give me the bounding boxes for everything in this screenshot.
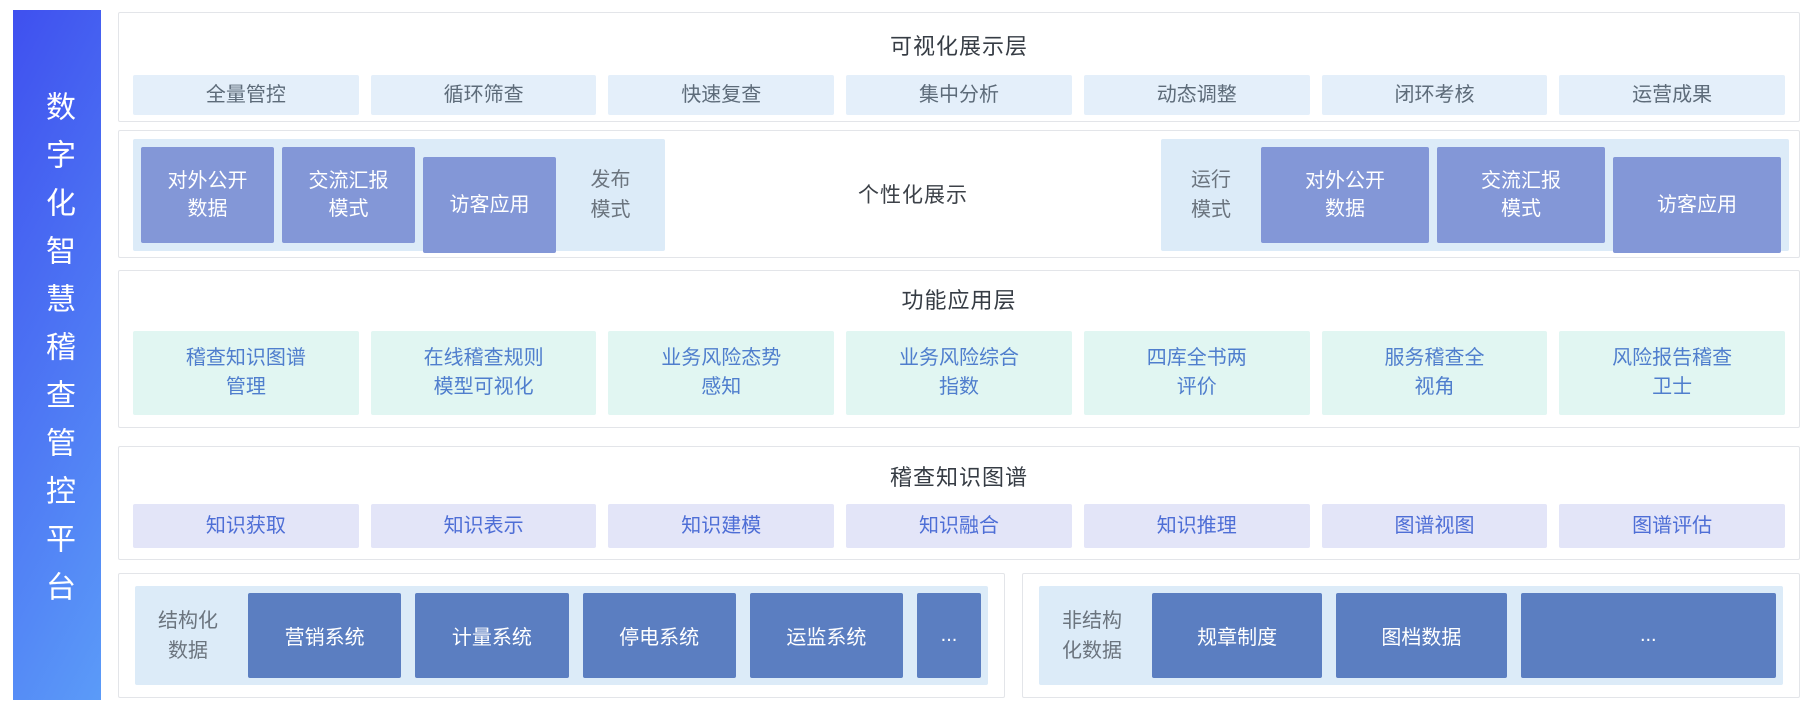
visualization-item-chip: 动态调整 (1083, 75, 1310, 115)
function-item-chip: 风险报告稽查 卫士 (1559, 331, 1786, 415)
function-layer-title: 功能应用层 (901, 288, 1017, 313)
run-mode-box: 交流汇报 模式 (1437, 147, 1605, 243)
structured-data-label: 结构化 数据 (158, 609, 218, 662)
visualization-item-chip: 全量管控 (133, 75, 359, 115)
publish-mode-label: 发布 模式 (590, 169, 631, 221)
structured-system-box: 营销系统 (248, 593, 402, 678)
knowledge-graph-item-chip: 图谱视图 (1321, 504, 1548, 548)
section-function-layer: 功能应用层 稽查知识图谱 管理在线稽查规则 模型可视化业务风险态势 感知业务风险… (118, 270, 1800, 428)
visualization-item-chip: 运营成果 (1559, 75, 1786, 115)
publish-mode-group: 对外公开 数据交流汇报 模式访客应用 发布 模式 (133, 139, 665, 253)
visualization-item-chip: 集中分析 (846, 75, 1072, 115)
function-item-chip: 四库全书两 评价 (1083, 331, 1310, 415)
section-display-modes: 对外公开 数据交流汇报 模式访客应用 发布 模式 个性化展示 运行 模式 对外公… (118, 130, 1800, 258)
structured-data-group: 结构化 数据 营销系统计量系统停电系统运监系统 ... (135, 586, 988, 685)
unstructured-data-group: 非结构 化数据 规章制度图档数据 ... (1039, 586, 1783, 685)
run-mode-box: 对外公开 数据 (1261, 147, 1429, 243)
personalized-display-label: 个性化展示 (858, 184, 968, 207)
visualization-item-chip: 快速复查 (608, 75, 835, 115)
structured-system-box: 运监系统 (749, 593, 903, 678)
knowledge-graph-item-chip: 知识推理 (1083, 504, 1310, 548)
unstructured-system-box: 图档数据 (1336, 593, 1507, 678)
knowledge-graph-item-chip: 知识表示 (370, 504, 597, 548)
run-mode-label: 运行 模式 (1191, 169, 1231, 221)
publish-mode-box: 访客应用 (423, 157, 556, 253)
section-visualization-layer: 可视化展示层 全量管控循环筛查快速复查集中分析动态调整闭环考核运营成果 (118, 12, 1800, 122)
function-item-chip: 业务风险态势 感知 (608, 331, 835, 415)
knowledge-graph-item-chip: 知识获取 (133, 504, 359, 548)
publish-mode-box: 交流汇报 模式 (282, 147, 415, 243)
run-mode-group: 运行 模式 对外公开 数据交流汇报 模式访客应用 (1161, 139, 1789, 253)
visualization-item-chip: 闭环考核 (1321, 75, 1548, 115)
unstructured-system-box: 规章制度 (1152, 593, 1323, 678)
structured-more-box: ... (917, 593, 981, 678)
visualization-item-chip: 循环筛查 (370, 75, 597, 115)
diagram-content: 可视化展示层 全量管控循环筛查快速复查集中分析动态调整闭环考核运营成果 对外公开… (118, 12, 1800, 698)
knowledge-graph-item-chip: 图谱评估 (1559, 504, 1786, 548)
function-item-chip: 稽查知识图谱 管理 (133, 331, 359, 415)
unstructured-data-label: 非结构 化数据 (1062, 609, 1122, 662)
function-item-chip: 业务风险综合 指数 (846, 331, 1072, 415)
visualization-item-row: 全量管控循环筛查快速复查集中分析动态调整闭环考核运营成果 (119, 75, 1799, 115)
unstructured-data-panel: 非结构 化数据 规章制度图档数据 ... (1022, 573, 1800, 698)
run-mode-box: 访客应用 (1613, 157, 1781, 253)
section-data-sources: 结构化 数据 营销系统计量系统停电系统运监系统 ... 非结构 化数据 规章制度… (118, 573, 1800, 698)
structured-system-box: 计量系统 (415, 593, 569, 678)
function-item-chip: 在线稽查规则 模型可视化 (370, 331, 597, 415)
publish-mode-box: 对外公开 数据 (141, 147, 274, 243)
visualization-layer-title: 可视化展示层 (889, 34, 1028, 59)
function-item-row: 稽查知识图谱 管理在线稽查规则 模型可视化业务风险态势 感知业务风险综合 指数四… (119, 331, 1799, 415)
structured-data-panel: 结构化 数据 营销系统计量系统停电系统运监系统 ... (118, 573, 1005, 698)
knowledge-graph-item-row: 知识获取知识表示知识建模知识融合知识推理图谱视图图谱评估 (119, 504, 1799, 548)
knowledge-graph-item-chip: 知识建模 (608, 504, 835, 548)
unstructured-more-box: ... (1520, 593, 1776, 678)
function-item-chip: 服务稽查全 视角 (1321, 331, 1548, 415)
structured-system-box: 停电系统 (582, 593, 736, 678)
platform-title: 数字化智慧稽查管控平台 (41, 91, 74, 619)
knowledge-graph-item-chip: 知识融合 (846, 504, 1072, 548)
platform-title-bar: 数字化智慧稽查管控平台 (13, 10, 101, 700)
section-knowledge-graph: 稽查知识图谱 知识获取知识表示知识建模知识融合知识推理图谱视图图谱评估 (118, 446, 1800, 560)
knowledge-graph-title: 稽查知识图谱 (889, 465, 1028, 490)
